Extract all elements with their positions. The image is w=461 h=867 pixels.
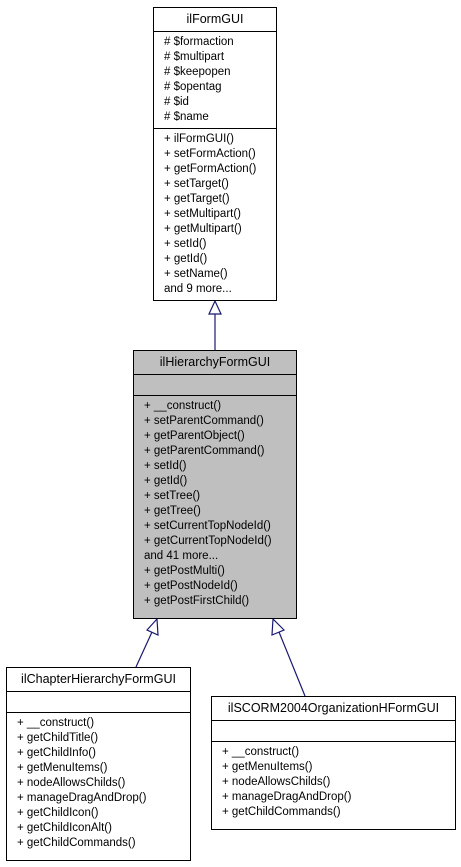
- method-item: + getParentCommand(): [144, 445, 265, 457]
- method-item: + getChildIconAlt(): [17, 822, 112, 834]
- method-item: + setTarget(): [164, 178, 229, 190]
- method-item: + __construct(): [144, 400, 222, 412]
- method-item: + getPostNodeId(): [144, 580, 238, 592]
- method-item: + getTree(): [144, 505, 201, 517]
- method-item: + nodeAllowsChilds(): [222, 776, 331, 788]
- method-item: + ilFormGUI(): [164, 133, 234, 145]
- attributes-section: # $formaction # $multipart # $keepopen # $o…: [154, 31, 276, 128]
- edge-left-to-middle: [135, 631, 153, 668]
- attribute-item: # $opentag: [164, 81, 222, 93]
- class-name: ilHierarchyFormGUI: [159, 355, 271, 369]
- method-item: + getChildCommands(): [222, 806, 341, 818]
- method-item: + nodeAllowsChilds(): [17, 777, 126, 789]
- method-item: + setParentCommand(): [144, 415, 264, 427]
- method-item: + getMultipart(): [164, 223, 242, 235]
- method-item: + getMenuItems(): [17, 762, 108, 774]
- attributes-section: [7, 691, 190, 712]
- arrowhead-base: [208, 299, 222, 315]
- method-item: + setTree(): [144, 490, 201, 502]
- method-item: + getMenuItems(): [222, 761, 313, 773]
- method-item: + getChildTitle(): [17, 732, 99, 744]
- arrowhead-middle-right: [271, 617, 286, 636]
- method-item: + getPostFirstChild(): [144, 595, 250, 607]
- attributes-section: [134, 374, 296, 395]
- class-name: ilChapterHierarchyFormGUI: [21, 672, 176, 686]
- class-ilSCORM2004OrganizationHFormGUI: ilSCORM2004OrganizationHFormGUI + __cons…: [211, 696, 456, 830]
- method-item: + getChildIcon(): [17, 807, 99, 819]
- attribute-item: # $formaction: [164, 36, 234, 48]
- method-item: + setId(): [144, 460, 187, 472]
- class-name: ilFormGUI: [186, 12, 244, 26]
- method-item: + getPostMulti(): [144, 565, 225, 577]
- method-item: + getParentObject(): [144, 430, 245, 442]
- method-item: + setMultipart(): [164, 208, 242, 220]
- class-ilHierarchyFormGUI: ilHierarchyFormGUI + __construct() + setP…: [133, 350, 297, 619]
- method-item: + getFormAction(): [164, 163, 257, 175]
- method-item: + setId(): [164, 238, 207, 250]
- edge-right-to-middle: [278, 631, 306, 697]
- method-item: + getTarget(): [164, 193, 230, 205]
- method-item: + getChildInfo(): [17, 747, 96, 759]
- method-item: + setName(): [164, 268, 228, 280]
- arrowhead-middle-left: [146, 617, 159, 636]
- method-item: + getCurrentTopNodeId(): [144, 535, 272, 547]
- methods-section: + __construct() + setParentCommand() + get…: [134, 395, 296, 612]
- method-item: + __construct(): [222, 746, 300, 758]
- attribute-item: # $id: [164, 96, 189, 108]
- methods-section: + __construct() + getMenuItems() + nodeAll…: [212, 741, 455, 823]
- attribute-item: # $multipart: [164, 51, 225, 63]
- method-item: and 9 more...: [164, 283, 232, 295]
- method-item: and 41 more...: [144, 550, 219, 562]
- method-item: + manageDragAndDrop(): [17, 792, 147, 804]
- class-ilFormGUI: ilFormGUI # $formaction # $multipart # $ke…: [153, 7, 277, 301]
- method-item: + setCurrentTopNodeId(): [144, 520, 271, 532]
- methods-section: + __construct() + getChildTitle() + getChi…: [7, 712, 190, 854]
- method-item: + getId(): [164, 253, 208, 265]
- class-name: ilSCORM2004OrganizationHFormGUI: [227, 701, 440, 715]
- attribute-item: # $name: [164, 111, 209, 123]
- method-item: + manageDragAndDrop(): [222, 791, 352, 803]
- method-item: + setFormAction(): [164, 148, 256, 160]
- attributes-section: [212, 720, 455, 741]
- method-item: + __construct(): [17, 717, 95, 729]
- class-ilChapterHierarchyFormGUI: ilChapterHierarchyFormGUI + __construct(…: [6, 667, 191, 861]
- method-item: + getId(): [144, 475, 188, 487]
- methods-section: + ilFormGUI() + setFormAction() + getFormA…: [154, 128, 276, 300]
- method-item: + getChildCommands(): [17, 837, 136, 849]
- attribute-item: # $keepopen: [164, 66, 231, 78]
